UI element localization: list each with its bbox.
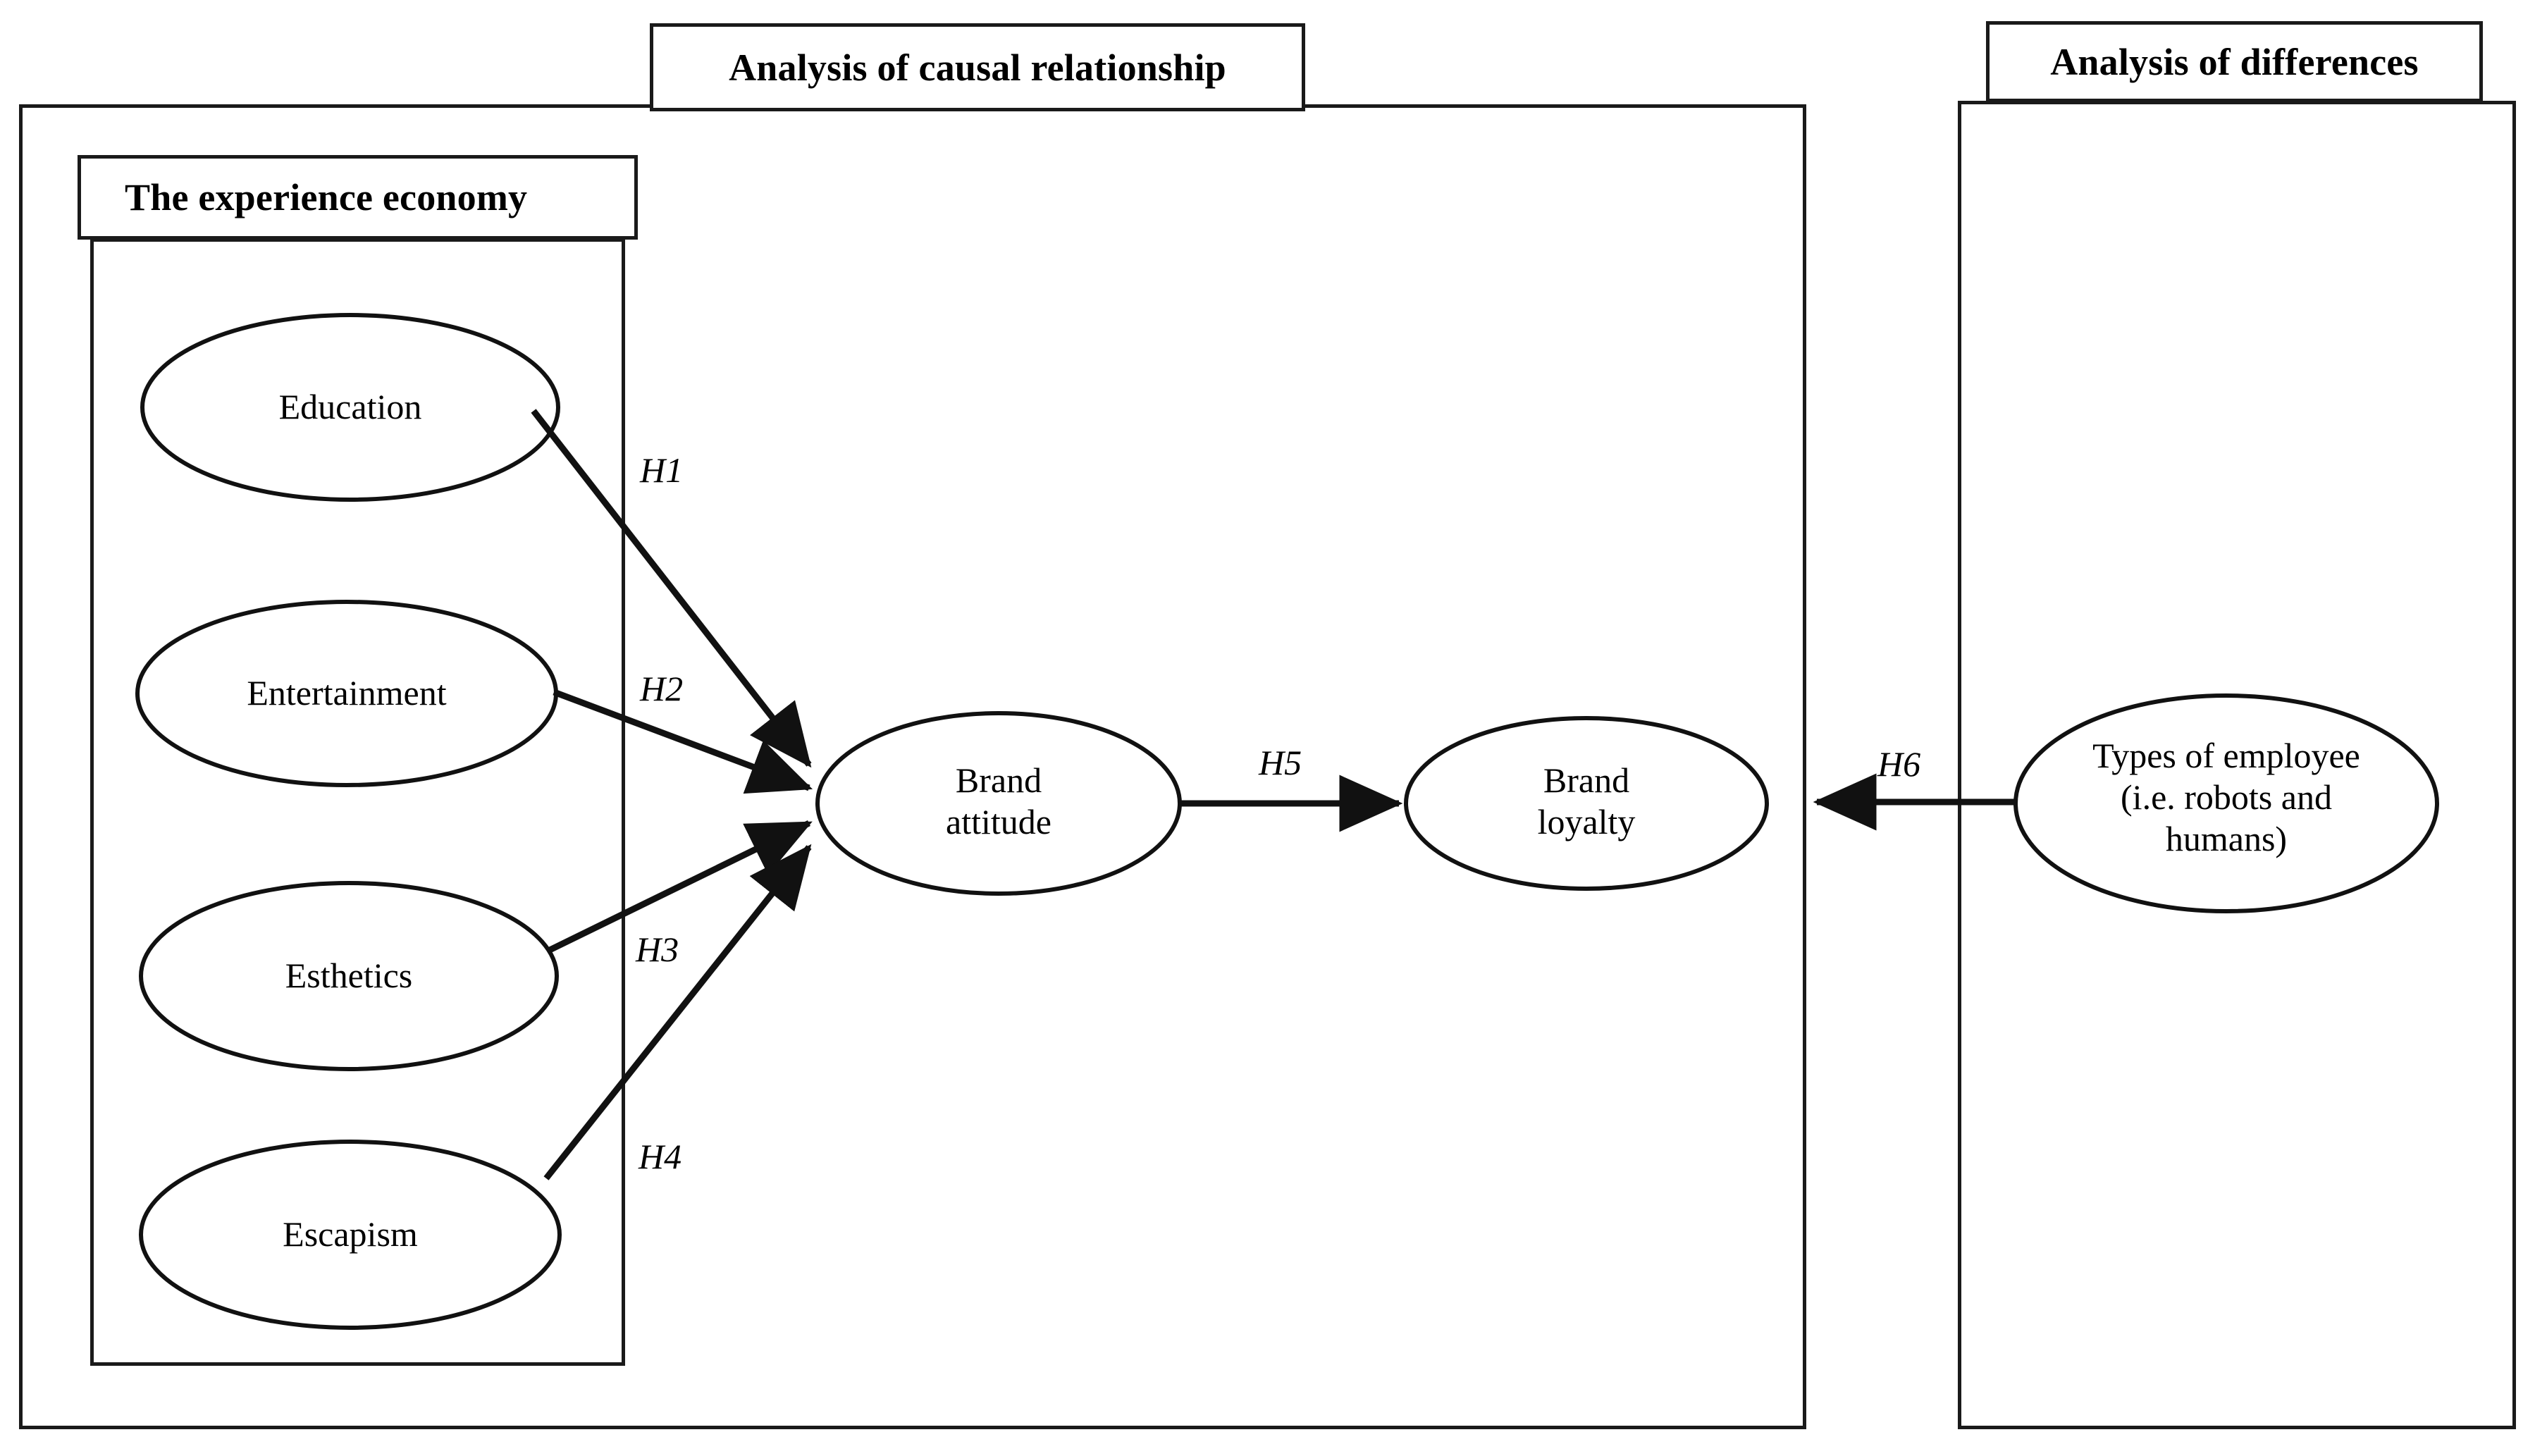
hypothesis-label-h5: H5 [1259,743,1302,782]
node-ellipse-entertainment [135,600,558,787]
arrow-h2 [553,689,813,794]
panel-title-causal: Analysis of causal relationship [729,46,1226,89]
hypothesis-label-h1: H1 [640,450,684,490]
node-ellipse-brand-attitude [815,711,1182,896]
hypothesis-label-h2: H2 [640,669,684,708]
panel-frame-differences [1958,101,2516,1429]
node-ellipse-esthetics [139,881,559,1071]
arrow-h1 [531,409,812,768]
hypothesis-label-h3: H3 [636,930,679,969]
panel-title-box-causal: Analysis of causal relationship [650,23,1305,111]
arrow-h4 [543,844,812,1180]
panel-title-differences: Analysis of differences [2050,40,2419,83]
node-ellipse-brand-loyalty [1404,716,1769,891]
node-ellipse-education [140,313,560,502]
node-ellipse-employee-types [2013,693,2439,913]
group-title-experience-economy: The experience economy [125,176,528,218]
panel-title-box-differences: Analysis of differences [1986,21,2483,102]
group-title-box-experience-economy: The experience economy [78,155,638,240]
node-ellipse-escapism [139,1140,562,1330]
hypothesis-label-h6: H6 [1877,744,1921,784]
arrow-h3 [548,820,813,954]
group-frame-experience-economy [90,238,625,1366]
hypothesis-label-h4: H4 [639,1137,682,1176]
